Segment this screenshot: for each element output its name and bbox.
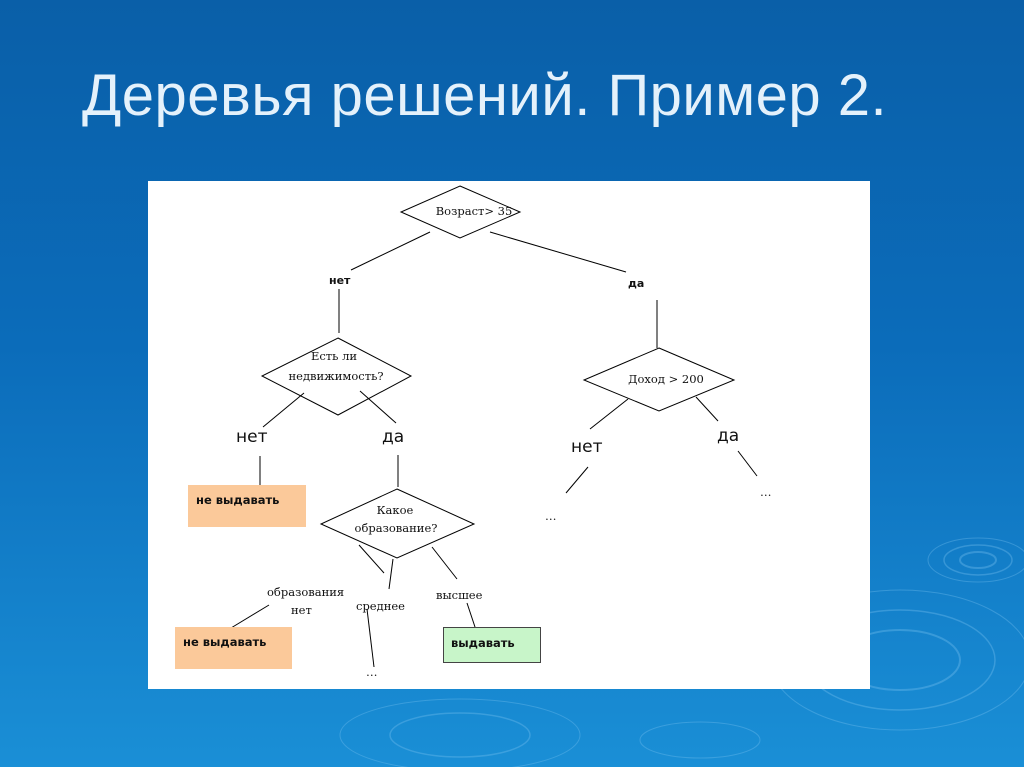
root-decision-node (399, 185, 522, 239)
leaf-deny-education: не выдавать (175, 627, 292, 669)
leaf-deny-property: не выдавать (188, 485, 306, 527)
slide-title: Деревья решений. Пример 2. (82, 63, 888, 128)
property-decision-node (260, 337, 413, 416)
root-question-label: Возраст> 35 (435, 204, 513, 218)
root-branch-no-label: нет (329, 274, 351, 287)
property-question-line2: недвижимость? (288, 369, 384, 383)
income-question-label: Доход > 200 (628, 372, 704, 386)
decision-tree-diagram: Возраст> 35 нет да Есть ли недвижимость?… (148, 181, 870, 689)
education-secondary-continuation: … (366, 665, 380, 679)
property-branch-yes-label: да (382, 427, 405, 447)
property-question-line1: Есть ли (310, 349, 358, 363)
income-branch-yes-label: да (717, 426, 740, 446)
income-branch-no-label: нет (571, 437, 603, 457)
education-question-line2: образование? (354, 521, 438, 535)
education-none-label-line2: нет (291, 603, 312, 617)
income-decision-node (582, 347, 736, 412)
income-no-continuation: … (545, 509, 559, 523)
root-branch-yes-label: да (628, 277, 645, 290)
education-decision-node (319, 488, 476, 559)
education-question-line1: Какое (376, 503, 414, 517)
leaf-grant-higher: выдавать (443, 627, 541, 663)
education-none-label-line1: образования (267, 585, 345, 599)
tree-connectors (230, 185, 758, 668)
education-secondary-label: среднее (356, 599, 405, 613)
education-higher-label: высшее (436, 588, 483, 602)
income-yes-continuation: … (760, 485, 774, 499)
property-branch-no-label: нет (236, 427, 268, 447)
